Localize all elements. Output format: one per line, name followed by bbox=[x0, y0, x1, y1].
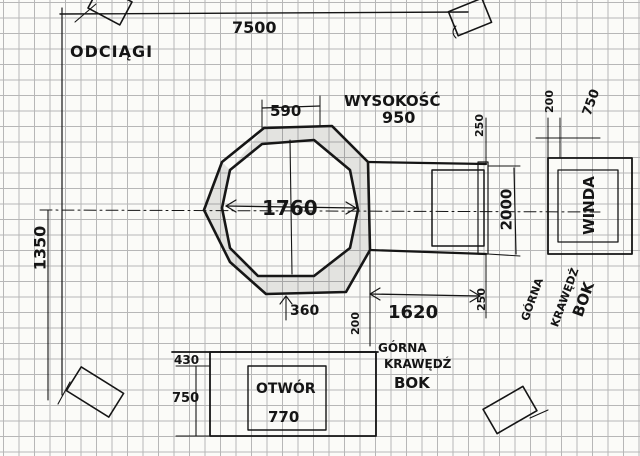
clearance-bottom-label: 250 bbox=[474, 288, 488, 311]
arm-bottom-edge bbox=[368, 248, 488, 256]
offset-360-label: 360 bbox=[290, 303, 320, 319]
upper-edge-line3: BOK bbox=[394, 374, 430, 392]
octagon-side-label: 590 bbox=[270, 102, 302, 120]
anchor-bottom-left bbox=[57, 366, 125, 418]
width-total-label: 7500 bbox=[232, 18, 277, 37]
dim-750-b-label: 750 bbox=[172, 391, 200, 406]
slot-height-label: 2000 bbox=[497, 188, 516, 231]
inner-octagon bbox=[220, 138, 360, 278]
height-value: 950 bbox=[382, 108, 416, 127]
dim-430-label: 430 bbox=[174, 353, 200, 367]
anchor-bottom-right bbox=[482, 385, 549, 435]
arm-length-dimension bbox=[369, 293, 481, 297]
dim-200-a-label: 200 bbox=[348, 312, 362, 335]
winch-label: WINDA bbox=[579, 176, 598, 235]
width-dimension-line bbox=[59, 11, 469, 15]
center-axis bbox=[39, 209, 601, 213]
opening-value: 770 bbox=[268, 408, 300, 426]
anchor-top-left bbox=[74, 0, 133, 26]
side-height-label: 1350 bbox=[30, 225, 50, 271]
guy-lines-label: ODCIĄGI bbox=[70, 42, 154, 61]
arm-top-edge bbox=[366, 160, 488, 166]
slot-box bbox=[431, 169, 485, 247]
octagon-wall-shading bbox=[204, 126, 370, 294]
side-590-dimension bbox=[261, 105, 321, 109]
height-label: WYSOKOŚĆ bbox=[344, 92, 441, 110]
opening-label: OTWÓR bbox=[256, 381, 316, 397]
winch-outer-box bbox=[547, 157, 633, 255]
arm-length-label: 1620 bbox=[388, 302, 439, 323]
vertical-diameter-line bbox=[289, 139, 293, 275]
opening-outer-box bbox=[209, 351, 377, 437]
upper-edge-line2: KRAWĘDŹ bbox=[384, 357, 452, 371]
slot-height-dimension bbox=[513, 167, 517, 255]
upper-edge-line1: GÓRNA bbox=[378, 341, 427, 355]
dim-200-b-label: 200 bbox=[542, 90, 556, 113]
anchor-top-right bbox=[447, 0, 493, 39]
outer-octagon bbox=[202, 124, 372, 296]
opening-inner-box bbox=[247, 365, 327, 431]
winch-inner-box bbox=[557, 169, 619, 243]
octagon-diameter-label: 1760 bbox=[262, 196, 318, 220]
clearance-top-label: 250 bbox=[472, 114, 486, 137]
